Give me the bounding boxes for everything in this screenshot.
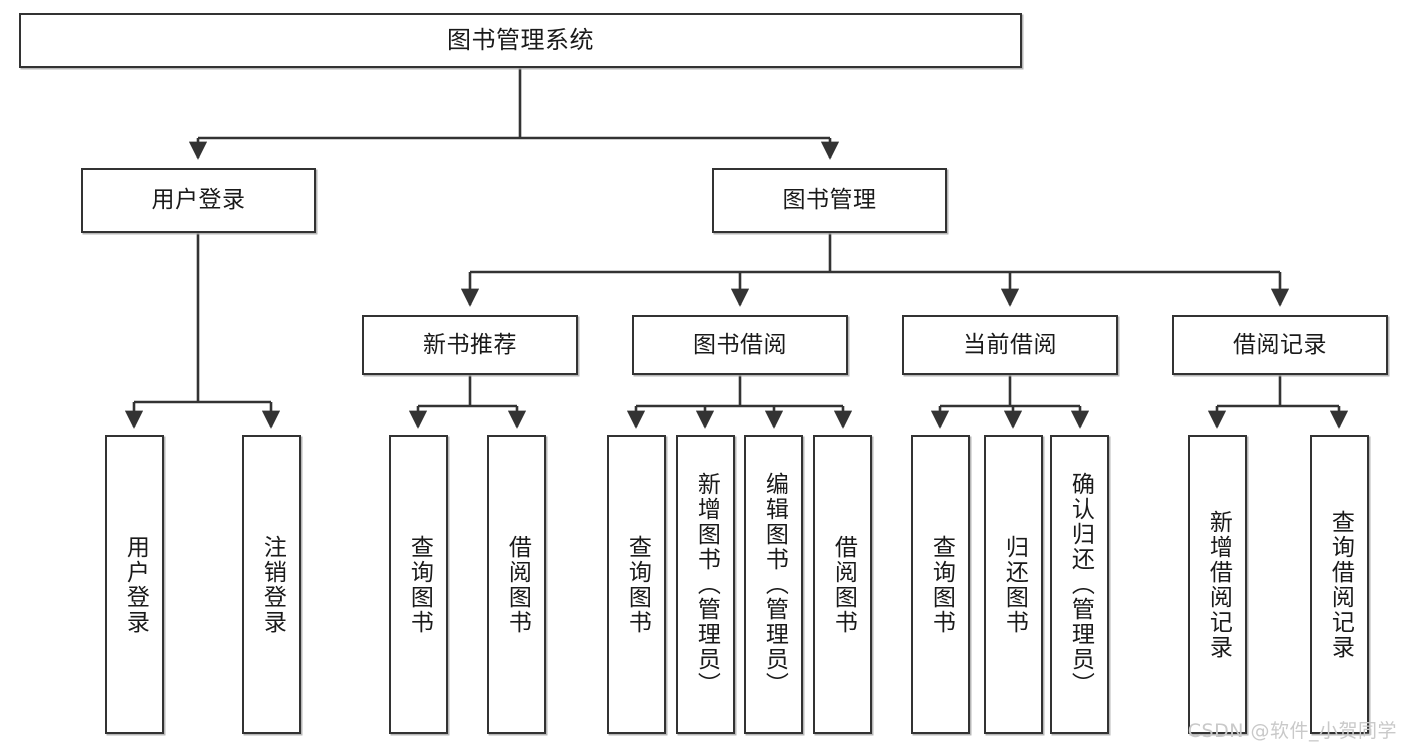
- leaf-borrow-book[interactable]: 借阅图书: [813, 435, 872, 734]
- leaf-confirm-return-admin[interactable]: 确认归还（管理员）: [1050, 435, 1109, 734]
- node-user-login-label: 用户登录: [151, 187, 246, 214]
- leaf-query-book-recommend-label: 查询图书: [406, 534, 433, 635]
- node-book-borrow-label: 图书借阅: [693, 331, 787, 358]
- node-book-management[interactable]: 图书管理: [712, 168, 947, 233]
- leaf-query-book-current-label: 查询图书: [928, 534, 955, 635]
- leaf-return-book[interactable]: 归还图书: [984, 435, 1043, 734]
- node-borrow-record[interactable]: 借阅记录: [1172, 315, 1388, 375]
- watermark-text: CSDN @软件_小贺同学: [1187, 720, 1397, 742]
- leaf-add-book-admin-label: 新增图书（管理员）: [693, 472, 720, 697]
- leaf-edit-book-admin[interactable]: 编辑图书（管理员）: [744, 435, 803, 734]
- node-book-management-label: 图书管理: [782, 187, 877, 214]
- leaf-query-book-recommend[interactable]: 查询图书: [389, 435, 448, 734]
- leaf-query-borrow-record[interactable]: 查询借阅记录: [1310, 435, 1369, 734]
- leaf-borrow-book-recommend[interactable]: 借阅图书: [487, 435, 546, 734]
- node-current-borrow[interactable]: 当前借阅: [902, 315, 1118, 375]
- node-new-book-recommend-label: 新书推荐: [423, 331, 517, 358]
- leaf-user-login-label: 用户登录: [122, 534, 149, 635]
- node-current-borrow-label: 当前借阅: [963, 331, 1057, 358]
- leaf-add-borrow-record-label: 新增借阅记录: [1205, 509, 1232, 660]
- leaf-add-borrow-record[interactable]: 新增借阅记录: [1188, 435, 1247, 734]
- leaf-edit-book-admin-label: 编辑图书（管理员）: [761, 472, 788, 697]
- leaf-add-book-admin[interactable]: 新增图书（管理员）: [676, 435, 735, 734]
- leaf-logout[interactable]: 注销登录: [242, 435, 301, 734]
- leaf-borrow-book-recommend-label: 借阅图书: [504, 534, 531, 635]
- node-book-borrow[interactable]: 图书借阅: [632, 315, 848, 375]
- node-root[interactable]: 图书管理系统: [19, 13, 1022, 68]
- node-user-login[interactable]: 用户登录: [81, 168, 316, 233]
- node-root-label: 图书管理系统: [447, 25, 594, 54]
- leaf-query-book-borrow-label: 查询图书: [624, 534, 651, 635]
- leaf-query-book-borrow[interactable]: 查询图书: [607, 435, 666, 734]
- node-new-book-recommend[interactable]: 新书推荐: [362, 315, 578, 375]
- leaf-borrow-book-label: 借阅图书: [830, 534, 857, 635]
- leaf-query-borrow-record-label: 查询借阅记录: [1327, 509, 1354, 660]
- leaf-logout-label: 注销登录: [259, 534, 286, 635]
- leaf-query-book-current[interactable]: 查询图书: [911, 435, 970, 734]
- leaf-confirm-return-admin-label: 确认归还（管理员）: [1067, 472, 1094, 697]
- node-borrow-record-label: 借阅记录: [1233, 331, 1327, 358]
- leaf-user-login[interactable]: 用户登录: [105, 435, 164, 734]
- leaf-return-book-label: 归还图书: [1001, 534, 1028, 635]
